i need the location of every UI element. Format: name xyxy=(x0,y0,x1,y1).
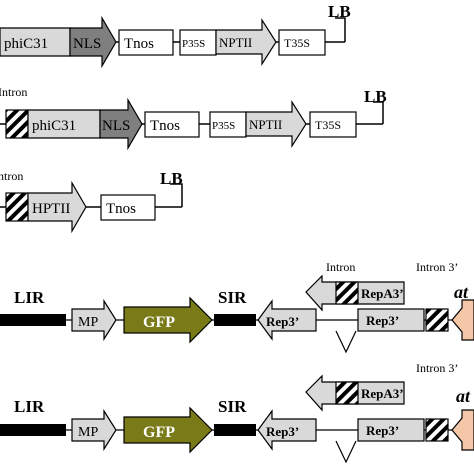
repa3-label: RepA3’ xyxy=(361,286,404,301)
mp-arrow xyxy=(71,408,117,452)
intron-block-upper xyxy=(335,281,359,305)
tnos-box xyxy=(118,29,174,56)
construct-2: Intron phiC31 NLS Tnos P35S NPTII T35S L… xyxy=(0,85,387,151)
gfp-arrow xyxy=(123,296,213,344)
t35s-label: T35S xyxy=(284,36,310,50)
construct-5: LIR MP GFP SIR Rep3’ RepA3’ Rep3’ Intron… xyxy=(0,361,474,464)
repa3-label: RepA3’ xyxy=(361,386,404,401)
rep3-left-arrow xyxy=(257,409,317,451)
rep3-left-arrow xyxy=(257,299,317,341)
splice-line xyxy=(335,330,357,354)
phiC31-label: phiC31 xyxy=(4,36,48,52)
lb-marker xyxy=(170,183,183,207)
lir-label: LIR xyxy=(14,288,45,307)
nptii-arrow xyxy=(245,99,307,149)
t35s-box xyxy=(278,29,326,56)
gfp-label: GFP xyxy=(143,314,175,331)
mp-arrow xyxy=(71,298,117,342)
lir-bar xyxy=(0,314,66,326)
splice-line xyxy=(335,440,357,464)
intron-block-lower xyxy=(425,308,449,332)
intron-label: ntron xyxy=(0,169,23,183)
intron-block xyxy=(5,192,29,222)
tnos-label: Tnos xyxy=(124,36,154,52)
nptii-arrow xyxy=(215,17,277,67)
promoter-label: at xyxy=(456,386,471,406)
mp-label: MP xyxy=(78,315,98,330)
intron-label: Intron xyxy=(326,260,355,274)
construct-3: ntron HPTII Tnos LB xyxy=(0,169,183,234)
tnos-label: Tnos xyxy=(150,118,180,134)
p35s-label: P35S xyxy=(212,120,235,132)
rep3-left-label: Rep3’ xyxy=(266,424,299,439)
sir-label: SIR xyxy=(218,288,247,307)
lir-bar xyxy=(0,424,66,436)
intron-label: Intron xyxy=(0,85,27,99)
p35s-box xyxy=(209,111,247,138)
intron3-label: Intron 3’ xyxy=(416,361,458,375)
sir-label: SIR xyxy=(218,397,247,416)
lb-label: LB xyxy=(364,87,387,106)
intron-block-upper xyxy=(335,381,359,405)
intron3-label: Intron 3’ xyxy=(416,260,458,274)
rep3-left-label: Rep3’ xyxy=(266,314,299,329)
lb-marker xyxy=(373,101,384,124)
promoter-shape xyxy=(451,299,474,341)
tnos-box xyxy=(144,111,200,138)
promoter-label: at xyxy=(454,282,469,302)
lb-marker xyxy=(335,17,346,42)
rep3-box-label: Rep3’ xyxy=(366,313,399,328)
t35s-label: T35S xyxy=(315,118,341,132)
construct-4: LIR MP GFP SIR Rep3’ RepA3’ Intron Rep3’… xyxy=(0,260,474,354)
sir-bar xyxy=(214,424,256,436)
intron-block-lower xyxy=(425,418,449,442)
hptii-arrow xyxy=(27,180,87,234)
nls-arrow xyxy=(69,15,117,69)
tnos-label: Tnos xyxy=(106,201,136,217)
construct-1: phiC31 NLS Tnos P35S NPTII T35S LB xyxy=(0,2,351,69)
lb-label: LB xyxy=(160,169,183,188)
t35s-box xyxy=(309,111,357,138)
nls-label: NLS xyxy=(73,36,101,52)
rep3-box xyxy=(357,418,425,442)
promoter-shape xyxy=(451,409,474,451)
rep3-box xyxy=(357,308,425,332)
nptii-label: NPTII xyxy=(219,35,252,50)
nls-arrow xyxy=(99,97,143,151)
nptii-label: NPTII xyxy=(249,117,282,132)
tnos-box xyxy=(100,194,156,221)
nls-label: NLS xyxy=(102,118,130,134)
p35s-label: P35S xyxy=(182,38,205,50)
lb-label: LB xyxy=(328,2,351,21)
intron-block xyxy=(5,109,29,139)
rep3-box-label: Rep3’ xyxy=(366,423,399,438)
hptii-label: HPTII xyxy=(32,201,70,217)
gfp-arrow xyxy=(123,406,213,454)
sir-bar xyxy=(214,314,256,326)
mp-label: MP xyxy=(78,425,98,440)
gfp-label: GFP xyxy=(143,424,175,441)
phiC31-label: phiC31 xyxy=(32,118,76,134)
lir-label: LIR xyxy=(14,397,45,416)
